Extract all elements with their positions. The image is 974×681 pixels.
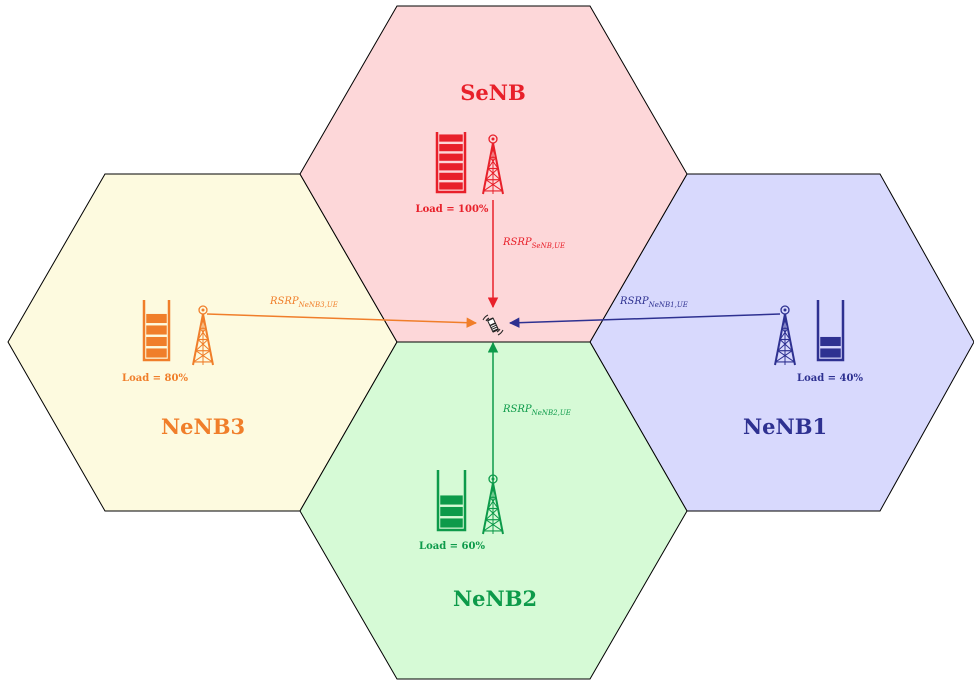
tower-brace bbox=[779, 327, 789, 340]
tower-brace bbox=[485, 508, 499, 521]
queue-slot bbox=[439, 163, 463, 171]
tower-brace bbox=[195, 339, 209, 352]
tower-brace bbox=[483, 519, 501, 532]
load-label-nenb2: Load = 60% bbox=[419, 541, 485, 552]
tower-brace bbox=[487, 496, 497, 509]
tower-brace bbox=[199, 327, 209, 340]
queue-slot bbox=[440, 495, 463, 505]
rsrp-label-senb-main: RSRP bbox=[502, 237, 532, 248]
tower-brace bbox=[777, 339, 791, 352]
rsrp-label-nenb2: RSRPNeNB2,UE bbox=[502, 404, 571, 417]
rsrp-arrow-nenb1 bbox=[508, 313, 781, 328]
cell-tower-icon bbox=[774, 305, 796, 366]
tower-brace bbox=[781, 327, 791, 340]
mobile-phone-icon bbox=[482, 314, 504, 336]
rsrp-label-nenb3-main: RSRP bbox=[269, 296, 299, 307]
queue-slot bbox=[146, 325, 167, 335]
cell-name-nenb3: NeNB3 bbox=[161, 414, 245, 439]
queue-slot bbox=[439, 182, 463, 190]
queue-outline bbox=[816, 300, 845, 362]
load-queue-icon bbox=[142, 300, 171, 362]
queue-slot bbox=[439, 144, 463, 152]
queue-slot bbox=[439, 134, 463, 142]
tower-brace bbox=[197, 327, 207, 340]
cell-tower-icon bbox=[482, 134, 504, 195]
tower-brace bbox=[485, 168, 499, 181]
tower-brace bbox=[779, 339, 793, 352]
rsrp-label-senb: RSRPSeNB,UE bbox=[502, 237, 565, 250]
tower-brace bbox=[775, 350, 793, 363]
tower-brace bbox=[485, 179, 503, 192]
tower-brace bbox=[193, 350, 211, 363]
queue-slot bbox=[440, 518, 463, 528]
tower-brace bbox=[487, 168, 501, 181]
tower-antenna-core bbox=[201, 308, 205, 312]
tower-brace bbox=[197, 339, 211, 352]
rsrp-label-nenb1-main: RSRP bbox=[619, 296, 649, 307]
load-queue-icon bbox=[436, 470, 467, 532]
load-label-nenb1: Load = 40% bbox=[797, 373, 863, 384]
load-queue-icon bbox=[816, 300, 845, 362]
rsrp-label-nenb1: RSRPNeNB1,UE bbox=[619, 296, 688, 309]
rsrp-label-nenb3: RSRPNeNB3,UE bbox=[269, 296, 338, 309]
cell-tower-icon bbox=[192, 305, 214, 366]
rsrp-label-senb-sub: SeNB,UE bbox=[532, 242, 565, 250]
queue-slot bbox=[440, 506, 463, 517]
tower-brace bbox=[777, 350, 795, 363]
tower-brace bbox=[195, 350, 213, 363]
queue-slot bbox=[439, 172, 463, 180]
queue-slot bbox=[439, 153, 463, 161]
queue-slot bbox=[146, 313, 167, 324]
tower-brace bbox=[483, 179, 501, 192]
tower-antenna-core bbox=[783, 308, 787, 312]
tower-brace bbox=[485, 519, 503, 532]
tower-brace bbox=[487, 156, 497, 169]
load-label-senb: Load = 100% bbox=[416, 204, 489, 215]
cell-name-nenb1: NeNB1 bbox=[743, 414, 827, 439]
queue-outline bbox=[435, 132, 467, 194]
rsrp-label-nenb3-sub: NeNB3,UE bbox=[298, 301, 338, 309]
queue-outline bbox=[142, 300, 171, 362]
load-label-nenb3: Load = 80% bbox=[122, 373, 188, 384]
queue-slot bbox=[820, 348, 841, 358]
tower-brace bbox=[489, 156, 499, 169]
tower-brace bbox=[487, 508, 501, 521]
rsrp-label-nenb2-main: RSRP bbox=[502, 404, 532, 415]
rsrp-label-nenb2-sub: NeNB2,UE bbox=[531, 409, 571, 417]
rsrp-arrow-nenb3 bbox=[206, 313, 478, 328]
queue-slot bbox=[146, 336, 167, 347]
load-queue-icon bbox=[435, 132, 467, 194]
cell-tower-icon bbox=[482, 474, 504, 535]
queue-outline bbox=[436, 470, 467, 532]
tower-brace bbox=[489, 496, 499, 509]
queue-slot bbox=[820, 336, 841, 347]
cell-name-senb: SeNB bbox=[460, 80, 525, 105]
queue-slot bbox=[146, 348, 167, 358]
rsrp-label-nenb1-sub: NeNB1,UE bbox=[648, 301, 688, 309]
cell-name-nenb2: NeNB2 bbox=[453, 586, 537, 611]
tower-antenna-core bbox=[491, 137, 495, 141]
